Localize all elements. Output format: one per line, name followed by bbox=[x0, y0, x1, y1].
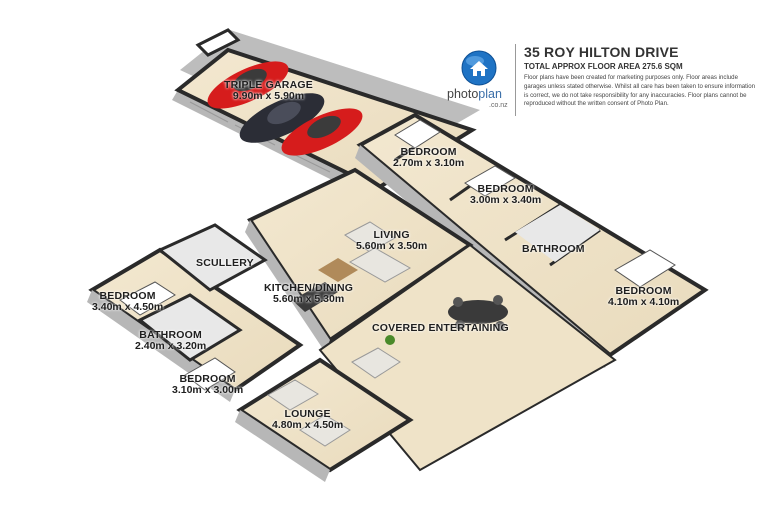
car-dark-icon bbox=[239, 93, 325, 143]
room-name: BEDROOM bbox=[179, 373, 236, 385]
room-dimensions: 3.10m x 3.00m bbox=[172, 384, 244, 397]
room-dimensions: 3.00m x 3.40m bbox=[470, 194, 542, 207]
room-dimensions: 9.90m x 5.90m bbox=[232, 90, 305, 103]
room-label-bed2: BEDROOM 3.00m x 3.40m bbox=[470, 183, 542, 207]
room-name: BEDROOM bbox=[477, 183, 534, 195]
room-name: TRIPLE GARAGE bbox=[224, 79, 313, 91]
room-label-bed5: BEDROOM 3.10m x 3.00m bbox=[172, 373, 244, 397]
room-dimensions: 5.60m x 5.30m bbox=[272, 293, 345, 306]
lounge-area bbox=[235, 357, 414, 482]
room-label-garage: TRIPLE GARAGE 9.90m x 5.90m bbox=[224, 79, 313, 103]
header-info: 35 ROY HILTON DRIVE TOTAL APPROX FLOOR A… bbox=[524, 44, 756, 109]
car-red-1-icon bbox=[207, 61, 289, 109]
room-label-bath1: BATHROOM bbox=[522, 243, 585, 255]
room-name: BEDROOM bbox=[99, 290, 156, 302]
house-icon bbox=[461, 50, 497, 86]
room-dimensions: 2.70m x 3.10m bbox=[393, 157, 465, 170]
floor-area: TOTAL APPROX FLOOR AREA 275.6 SQM bbox=[524, 62, 683, 71]
room-label-bed1: BEDROOM 2.70m x 3.10m bbox=[393, 146, 465, 170]
room-name: BATHROOM bbox=[522, 243, 585, 255]
left-wing bbox=[87, 223, 304, 402]
room-label-scullery: SCULLERY bbox=[196, 257, 254, 269]
room-name: SCULLERY bbox=[196, 257, 254, 269]
room-dimensions: 5.60m x 3.50m bbox=[356, 240, 428, 253]
car-red-2-icon bbox=[281, 108, 363, 156]
logo-wordmark: photoplan bbox=[447, 87, 517, 101]
logo-suffix: .co.nz bbox=[489, 102, 508, 109]
room-name: BEDROOM bbox=[400, 146, 457, 158]
room-label-lounge: LOUNGE 4.80m x 4.50m bbox=[272, 408, 344, 432]
room-dimensions: 3.40m x 4.50m bbox=[92, 301, 164, 314]
room-name: LIVING bbox=[373, 229, 410, 241]
room-label-bed4: BEDROOM 3.40m x 4.50m bbox=[92, 290, 164, 314]
room-name: LOUNGE bbox=[284, 408, 331, 420]
room-dimensions: 2.40m x 3.20m bbox=[135, 340, 207, 353]
logo-word-plan: plan bbox=[478, 87, 502, 101]
room-name: BATHROOM bbox=[139, 329, 202, 341]
room-dimensions: 4.10m x 4.10m bbox=[608, 296, 680, 309]
room-label-bed3: BEDROOM 4.10m x 4.10m bbox=[608, 285, 680, 309]
living-block bbox=[245, 167, 474, 352]
room-name: BEDROOM bbox=[615, 285, 672, 297]
room-dimensions: 4.80m x 4.50m bbox=[272, 419, 344, 432]
header-divider bbox=[515, 44, 516, 116]
room-label-kitchen: KITCHEN/DINING 5.60m x 5.30m bbox=[264, 282, 354, 306]
disclaimer: Floor plans have been created for market… bbox=[524, 74, 756, 108]
room-name: KITCHEN/DINING bbox=[264, 282, 354, 294]
page-title: 35 ROY HILTON DRIVE bbox=[524, 44, 679, 60]
room-label-bath2: BATHROOM 2.40m x 3.20m bbox=[135, 329, 207, 353]
room-label-living: LIVING 5.60m x 3.50m bbox=[356, 229, 428, 253]
room-name: COVERED ENTERTAINING bbox=[372, 322, 509, 334]
photoplan-logo: photoplan .co.nz bbox=[447, 50, 511, 120]
logo-word-photo: photo bbox=[447, 87, 479, 101]
room-label-covered: COVERED ENTERTAINING bbox=[372, 322, 509, 334]
